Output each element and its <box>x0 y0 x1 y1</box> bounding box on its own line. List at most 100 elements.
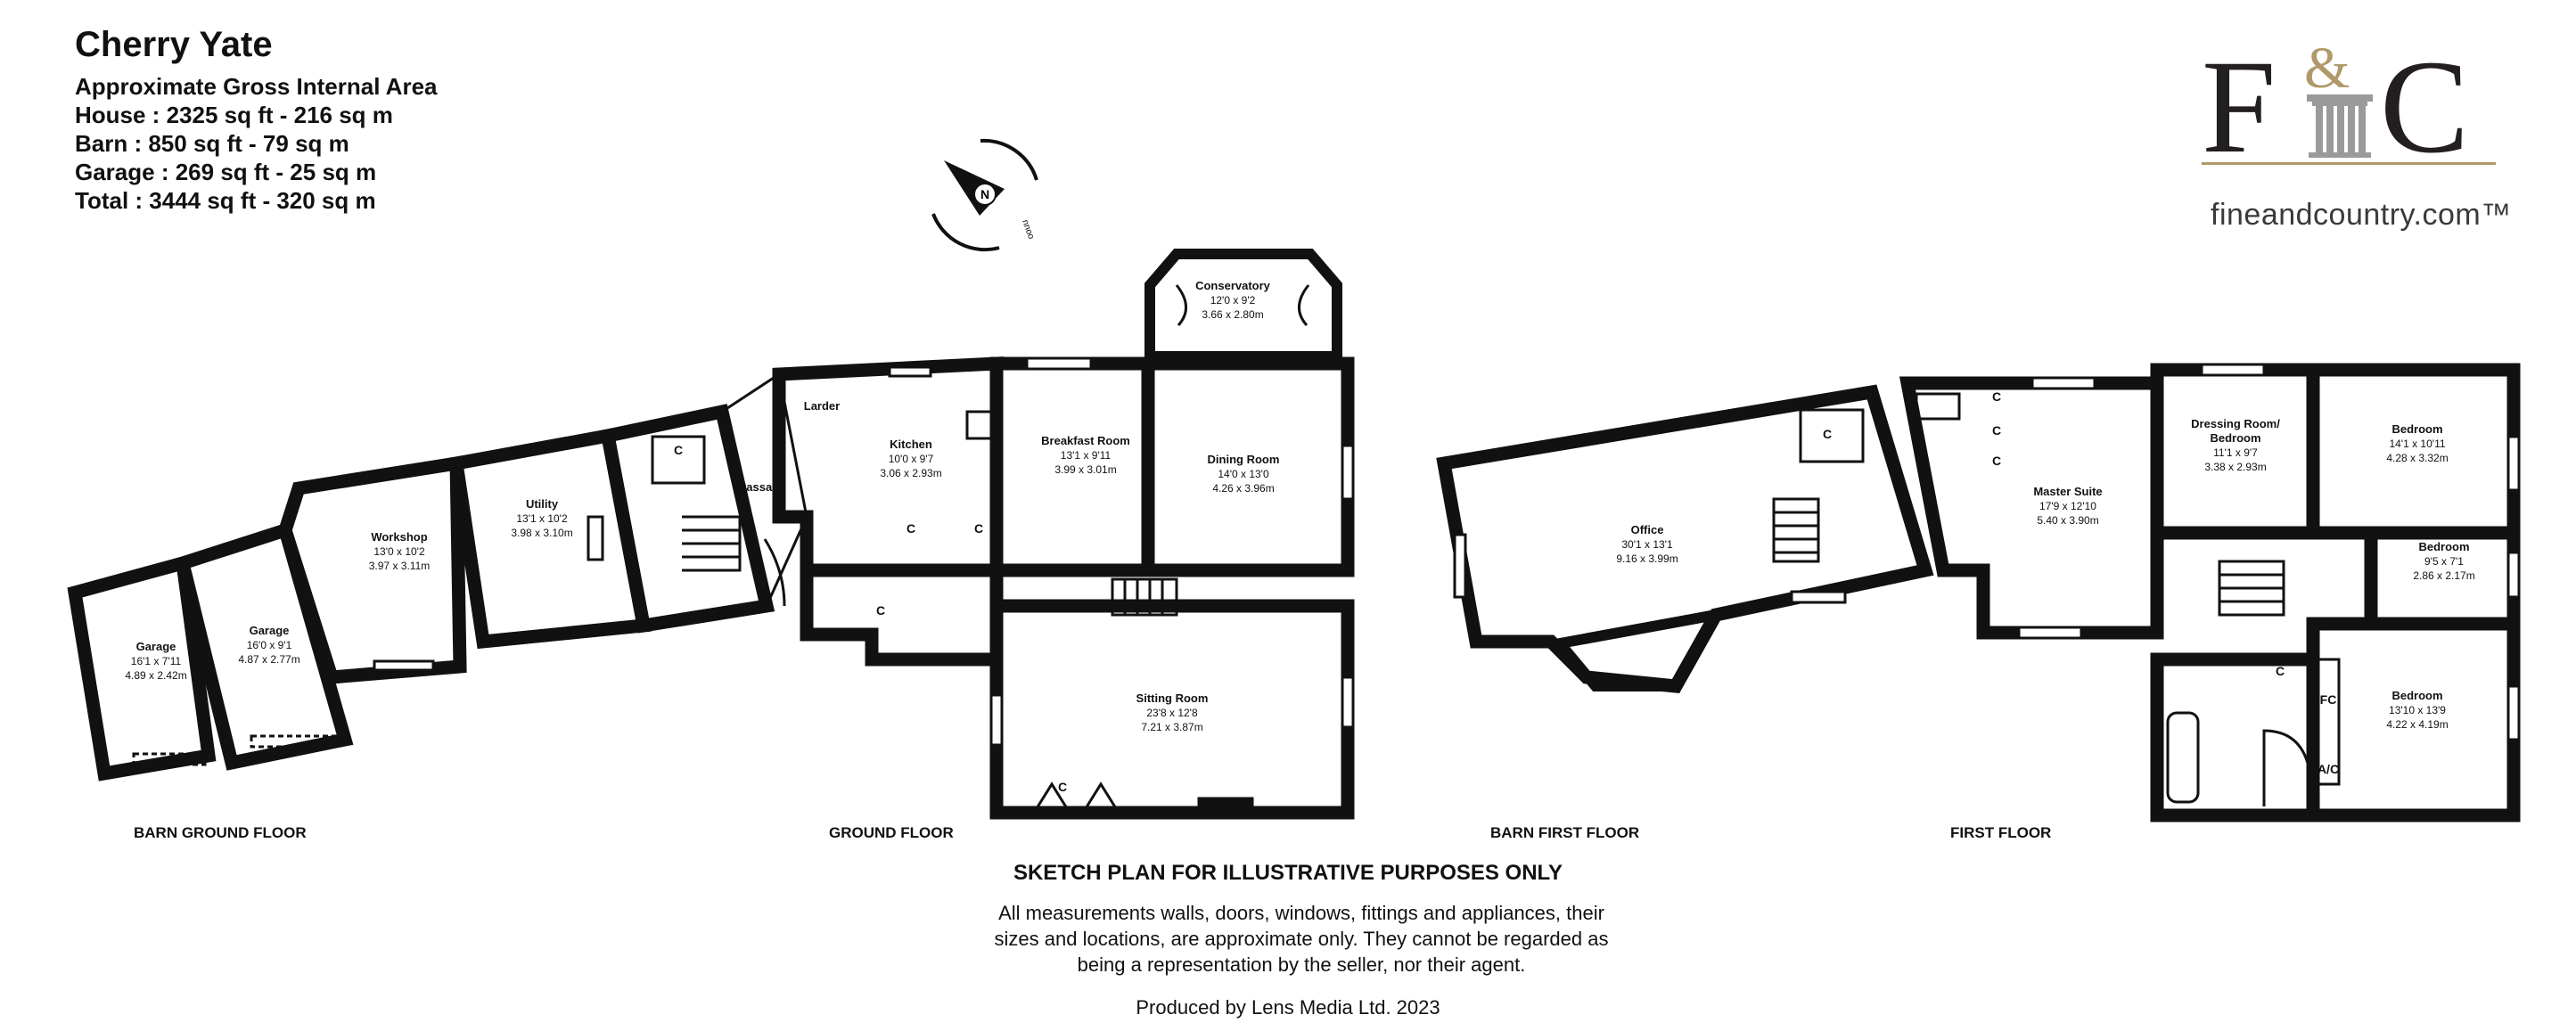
svg-text:Bedroom: Bedroom <box>2418 540 2469 553</box>
svg-text:C: C <box>876 603 885 618</box>
compass-arc-text: nnoo <box>1020 218 1036 241</box>
area-heading: Approximate Gross Internal Area <box>75 73 438 100</box>
svg-text:3.06 x 2.93m: 3.06 x 2.93m <box>880 467 941 479</box>
logo-letter-c: C <box>2380 45 2469 181</box>
svg-text:13'1 x 9'11: 13'1 x 9'11 <box>1061 449 1112 462</box>
svg-text:C: C <box>2276 664 2285 678</box>
svg-text:Garage: Garage <box>250 624 290 637</box>
office-cupboard <box>1799 408 1865 463</box>
svg-text:14'1 x 10'11: 14'1 x 10'11 <box>2389 438 2445 450</box>
barn-first-floor-plan <box>1436 384 1934 693</box>
breakfast-window <box>1025 356 1093 371</box>
svg-text:C: C <box>907 521 915 536</box>
pillar-icon <box>2307 94 2373 158</box>
floor-label-barn-ground: BARN GROUND FLOOR <box>134 824 307 841</box>
cupboard-markers: C C C C C C C C C C FC A/C <box>674 389 2339 794</box>
svg-text:Larder: Larder <box>804 399 840 413</box>
garage-1-wall <box>67 554 217 781</box>
disclaimer-line-3: being a representation by the seller, no… <box>1077 953 1526 976</box>
ground-floor-details <box>721 284 1355 816</box>
svg-text:Bedroom: Bedroom <box>2210 431 2260 445</box>
svg-text:13'0 x 10'2: 13'0 x 10'2 <box>373 545 425 558</box>
svg-text:C: C <box>1992 389 2001 404</box>
svg-text:4.87 x 2.77m: 4.87 x 2.77m <box>238 653 299 666</box>
garage-2-wall <box>175 521 354 771</box>
svg-text:12'0 x 9'2: 12'0 x 9'2 <box>1210 294 1256 307</box>
dining-wall <box>1141 356 1355 577</box>
disclaimer-title: SKETCH PLAN FOR ILLUSTRATIVE PURPOSES ON… <box>1013 861 1563 885</box>
svg-text:4.28 x 3.32m: 4.28 x 3.32m <box>2386 452 2448 464</box>
svg-text:14'0 x 13'0: 14'0 x 13'0 <box>1218 468 1269 480</box>
svg-text:10'0 x 9'7: 10'0 x 9'7 <box>889 453 934 465</box>
svg-text:FC: FC <box>2320 692 2337 707</box>
produced-by: Produced by Lens Media Ltd. 2023 <box>1136 996 1440 1019</box>
floor-label-barn-first: BARN FIRST FLOOR <box>1490 824 1640 841</box>
svg-text:Bedroom: Bedroom <box>2391 422 2442 436</box>
bedroom3-cupboards <box>2316 658 2341 786</box>
svg-text:C: C <box>1823 427 1832 441</box>
svg-text:A/C: A/C <box>2318 762 2339 776</box>
office-wall <box>1436 384 1934 693</box>
svg-text:Passage: Passage <box>739 480 786 494</box>
floor-label-first: FIRST FLOOR <box>1950 824 2052 841</box>
sitting-cupboard-doors <box>1032 781 1120 814</box>
svg-text:13'10 x 13'9: 13'10 x 13'9 <box>2389 704 2446 716</box>
barn-ground-details <box>132 435 786 766</box>
svg-text:Garage: Garage <box>136 640 176 653</box>
office-bay <box>1549 607 1727 691</box>
svg-text:C: C <box>1058 780 1067 794</box>
svg-text:23'8 x 12'8: 23'8 x 12'8 <box>1146 707 1198 719</box>
first-bathtub <box>2166 711 2200 804</box>
barn-stair-block <box>600 404 775 634</box>
svg-text:Conservatory: Conservatory <box>1195 279 1271 292</box>
logo-letter-f: F <box>2202 45 2276 181</box>
svg-text:4.22 x 4.19m: 4.22 x 4.19m <box>2386 718 2448 731</box>
svg-text:Sitting Room: Sitting Room <box>1136 691 1209 705</box>
logo-ampersand: & <box>2304 45 2350 101</box>
workshop-wall <box>278 455 467 684</box>
fine-and-country-logo: F C & <box>2202 45 2496 181</box>
svg-text:17'9 x 12'10: 17'9 x 12'10 <box>2039 500 2096 512</box>
bedroom2-window <box>2506 551 2521 599</box>
svg-text:Dining Room: Dining Room <box>1208 453 1280 466</box>
bedroom1-window <box>2506 435 2521 492</box>
svg-text:13'1 x 10'2: 13'1 x 10'2 <box>516 512 568 525</box>
house-area: House : 2325 sq ft - 216 sq m <box>75 102 393 128</box>
property-header: Cherry Yate Approximate Gross Internal A… <box>75 25 438 215</box>
label-bedroom-1: Bedroom 14'1 x 10'11 4.28 x 3.32m <box>2386 422 2448 464</box>
svg-text:Master Suite: Master Suite <box>2033 485 2102 498</box>
property-title: Cherry Yate <box>75 25 273 64</box>
svg-text:3.97 x 3.11m: 3.97 x 3.11m <box>369 560 430 572</box>
label-larder: Larder <box>804 399 840 413</box>
svg-text:4.26 x 3.96m: 4.26 x 3.96m <box>1212 482 1274 495</box>
workshop-window <box>373 659 435 672</box>
svg-text:3.99 x 3.01m: 3.99 x 3.01m <box>1054 463 1116 476</box>
kitchen-window <box>888 365 932 378</box>
utility-sink <box>587 515 604 561</box>
svg-text:16'1 x 7'11: 16'1 x 7'11 <box>131 655 182 667</box>
wc-hall-wall <box>800 563 1004 667</box>
svg-text:30'1 x 13'1: 30'1 x 13'1 <box>1621 538 1673 551</box>
logo-gold-rule <box>2202 162 2496 165</box>
svg-text:5.40 x 3.90m: 5.40 x 3.90m <box>2037 514 2098 527</box>
dining-window <box>1341 444 1355 501</box>
total-area: Total : 3444 sq ft - 320 sq m <box>75 187 376 214</box>
office-window-right <box>1790 590 1847 604</box>
barn-area: Barn : 850 sq ft - 79 sq m <box>75 130 349 157</box>
conservatory-door-right <box>1298 284 1310 327</box>
barn-cupboard <box>651 435 706 485</box>
barn-first-details <box>1453 408 1865 604</box>
svg-text:9.16 x 3.99m: 9.16 x 3.99m <box>1616 552 1678 565</box>
sitting-fireplace <box>1197 797 1254 816</box>
label-dining-room: Dining Room 14'0 x 13'0 4.26 x 3.96m <box>1208 453 1280 495</box>
svg-text:3.66 x 2.80m: 3.66 x 2.80m <box>1202 308 1263 321</box>
first-bath-wall <box>2150 652 2320 822</box>
